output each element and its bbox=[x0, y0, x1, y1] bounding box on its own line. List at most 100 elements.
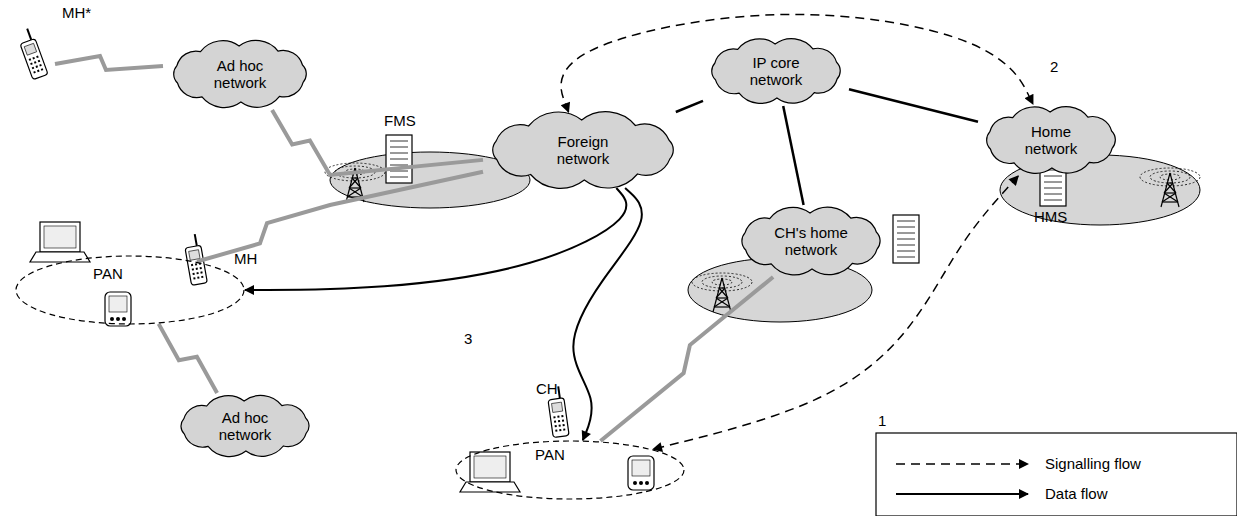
phone-key bbox=[41, 68, 44, 71]
phone-key bbox=[559, 424, 561, 426]
data-flow bbox=[573, 188, 642, 440]
wireless-link bbox=[159, 324, 217, 393]
laptop-icon bbox=[460, 452, 520, 492]
phone-key bbox=[30, 62, 33, 65]
phone-key bbox=[559, 429, 561, 431]
laptop-icon bbox=[30, 222, 90, 262]
network-name: CH's home network bbox=[769, 224, 853, 258]
server-body bbox=[893, 215, 919, 263]
phone-key bbox=[191, 264, 193, 266]
cloud-outline bbox=[174, 40, 307, 107]
tower-strut bbox=[347, 188, 361, 197]
phone-key bbox=[38, 60, 41, 63]
core-link bbox=[849, 89, 978, 121]
server-icon bbox=[386, 135, 412, 183]
radio-ring bbox=[1140, 168, 1200, 186]
network-name: Ad hoc network bbox=[204, 57, 276, 91]
network-name: Home network bbox=[1015, 123, 1087, 157]
laptop-display bbox=[44, 226, 76, 248]
server-slot bbox=[897, 227, 915, 228]
node-shape bbox=[455, 440, 685, 500]
phone-screen bbox=[189, 250, 200, 261]
node-text-block: PAN bbox=[93, 265, 123, 282]
phone-key bbox=[555, 425, 557, 427]
data-flow bbox=[245, 188, 626, 290]
phone-screen bbox=[552, 402, 563, 412]
phone-key bbox=[563, 428, 565, 430]
cloud-outline bbox=[987, 107, 1116, 174]
phone-key bbox=[36, 56, 39, 59]
tower-strut bbox=[1164, 192, 1176, 193]
phone-key bbox=[554, 421, 556, 423]
pan-name: PAN bbox=[535, 446, 565, 463]
tower-strut bbox=[349, 188, 363, 197]
cloud-outline bbox=[742, 207, 880, 275]
server-slot bbox=[390, 147, 408, 148]
node-shape bbox=[15, 255, 245, 325]
legend-text: Signalling flow bbox=[1045, 455, 1141, 472]
phone-key bbox=[39, 64, 42, 67]
pan-outline bbox=[16, 256, 244, 324]
pda-button bbox=[110, 317, 114, 321]
server-slot bbox=[897, 257, 915, 258]
network-cloud: Home network bbox=[978, 104, 1124, 176]
tower-strut bbox=[1162, 193, 1176, 202]
node-text-block: CH's home network bbox=[769, 224, 853, 258]
pda-screen bbox=[632, 460, 650, 476]
phone-key bbox=[553, 416, 555, 418]
phone-key bbox=[558, 420, 560, 422]
server-slot bbox=[390, 159, 408, 160]
signalling-flow bbox=[561, 14, 1033, 112]
server-slot bbox=[390, 153, 408, 154]
host-label: CH bbox=[536, 380, 558, 397]
phone-key bbox=[32, 57, 35, 60]
server-slot bbox=[390, 141, 408, 142]
core-link bbox=[676, 101, 703, 112]
phone-key bbox=[34, 61, 37, 64]
phone-key bbox=[33, 71, 36, 74]
callout-number: 1 bbox=[876, 412, 888, 429]
node-text-block: PAN bbox=[535, 446, 565, 463]
legend-entry: Data flow bbox=[1045, 485, 1108, 502]
server-slot bbox=[897, 245, 915, 246]
phone-key bbox=[197, 276, 199, 278]
cloud-outline bbox=[493, 112, 674, 189]
tower-strut bbox=[716, 298, 730, 307]
server-slot bbox=[1044, 200, 1062, 201]
antenna-tower bbox=[1140, 168, 1200, 207]
phone-key bbox=[192, 268, 194, 270]
pan-name: PAN bbox=[93, 265, 123, 282]
pan-outline bbox=[456, 441, 684, 499]
host-label: MH* bbox=[62, 4, 91, 21]
host-label: HMS bbox=[1034, 208, 1067, 225]
radio-ring bbox=[702, 276, 742, 288]
laptop-display bbox=[474, 456, 506, 478]
phone-key bbox=[29, 58, 32, 61]
callout-number: 3 bbox=[462, 330, 474, 347]
network-cloud: Ad hoc network bbox=[165, 38, 315, 110]
server-slot bbox=[1044, 194, 1062, 195]
network-cloud: Ad hoc network bbox=[172, 393, 318, 459]
pda-icon bbox=[628, 456, 654, 490]
pan-ellipse: PAN bbox=[455, 440, 685, 500]
phone-body bbox=[20, 39, 48, 80]
phone-key bbox=[561, 415, 563, 417]
node-text-block: Home network bbox=[1015, 123, 1087, 157]
callout-number: 2 bbox=[1048, 58, 1060, 75]
wireless-link bbox=[600, 277, 773, 441]
server-slot bbox=[1044, 182, 1062, 183]
phone-key bbox=[563, 424, 565, 426]
node-text-block: Ad hoc network bbox=[204, 57, 276, 91]
legend-text: Data flow bbox=[1045, 485, 1108, 502]
pda-button bbox=[645, 481, 649, 485]
legend-entry: Signalling flow bbox=[1045, 455, 1141, 472]
server-body bbox=[386, 135, 412, 183]
node-text-block: Ad hoc network bbox=[209, 409, 281, 443]
network-name: Foreign network bbox=[543, 133, 623, 167]
phone-key bbox=[557, 416, 559, 418]
network-cloud: IP core network bbox=[703, 36, 849, 106]
phone-antenna bbox=[195, 234, 197, 246]
host-label: MH bbox=[234, 250, 257, 267]
pda-icon bbox=[105, 292, 131, 326]
